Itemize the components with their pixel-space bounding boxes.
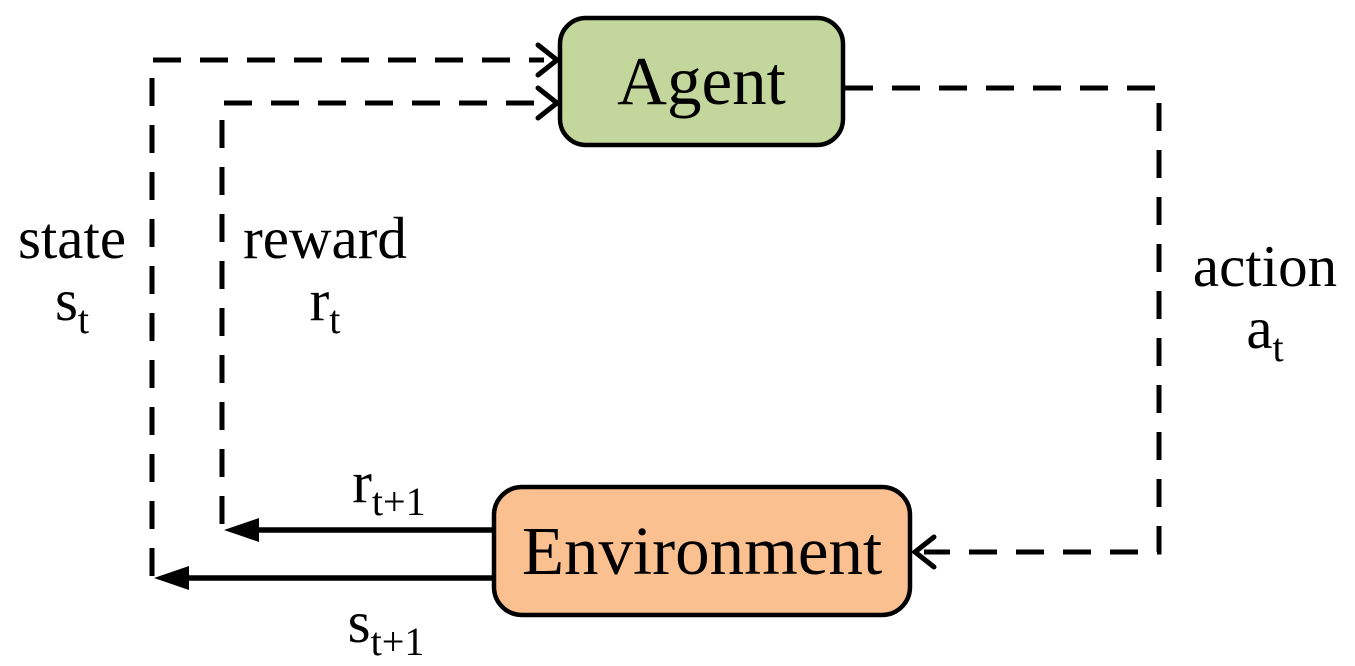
state-dashed-line bbox=[149, 57, 544, 576]
reward-edge-label: reward rt bbox=[230, 205, 420, 342]
reward-symbol: rt bbox=[309, 266, 341, 342]
state-edge-label: state st bbox=[2, 205, 142, 342]
action-symbol: at bbox=[1246, 294, 1284, 370]
reward-next-arrowhead-icon bbox=[224, 518, 259, 542]
reward-subscript: t bbox=[329, 296, 341, 342]
reward-next-subscript: t+1 bbox=[371, 478, 426, 524]
state-next-label: st+1 bbox=[322, 589, 450, 664]
reward-dashed-line bbox=[219, 100, 544, 524]
state-next-symbol: st+1 bbox=[347, 589, 425, 664]
reward-arrowhead-icon bbox=[535, 85, 562, 121]
state-word: state bbox=[17, 205, 127, 271]
action-edge-label: action at bbox=[1175, 233, 1355, 370]
reward-next-label: rt+1 bbox=[330, 449, 448, 524]
action-arrowhead-icon bbox=[910, 534, 937, 570]
reward-word: reward bbox=[243, 205, 407, 271]
state-subscript: t bbox=[77, 296, 90, 342]
agent-node-box bbox=[557, 15, 846, 148]
state-next-arrowhead-icon bbox=[154, 566, 189, 590]
state-next-subscript: t+1 bbox=[370, 618, 425, 664]
action-subscript: t bbox=[1272, 324, 1284, 370]
environment-node-box bbox=[491, 484, 913, 618]
state-symbol: st bbox=[54, 266, 90, 342]
action-word: action bbox=[1192, 233, 1338, 299]
action-dashed-line bbox=[845, 85, 1162, 555]
reward-next-symbol: rt+1 bbox=[352, 449, 426, 524]
state-arrowhead-icon bbox=[535, 42, 562, 78]
